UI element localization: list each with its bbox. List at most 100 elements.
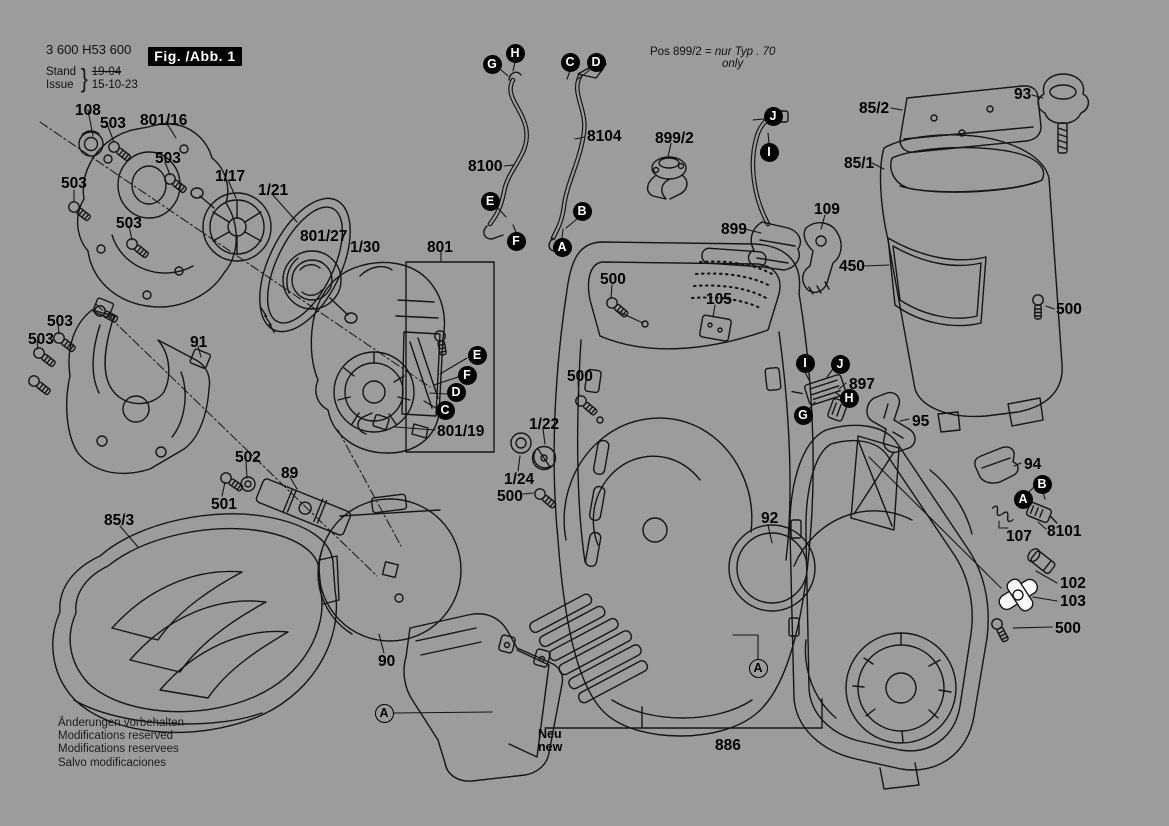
- part-drawing-funnel: [403, 613, 564, 782]
- part-label-91[interactable]: 91: [190, 334, 208, 351]
- callout-I: I: [795, 353, 815, 373]
- part-label-500[interactable]: 500: [1055, 620, 1081, 637]
- part-label-503[interactable]: 503: [61, 175, 87, 192]
- part-label-1-30[interactable]: 1/30: [350, 239, 381, 256]
- part-drawing-899-2: [646, 156, 688, 200]
- group-box-801: [405, 261, 495, 453]
- part-label-95[interactable]: 95: [912, 413, 930, 430]
- part-label-85-1[interactable]: 85/1: [844, 155, 875, 172]
- issue-label: Issue: [46, 78, 74, 91]
- part-drawing-1-17: [190, 187, 272, 262]
- part-label-500[interactable]: 500: [1056, 301, 1082, 318]
- callout-J: J: [763, 106, 783, 126]
- part-label-503[interactable]: 503: [47, 313, 73, 330]
- part-drawing-8101: [1025, 501, 1058, 524]
- part-drawing-103[interactable]: [997, 577, 1040, 613]
- callout-A: A: [1013, 489, 1033, 509]
- type-note-prefix: Pos 899/2 =: [650, 46, 712, 58]
- part-label-801[interactable]: 801: [427, 239, 453, 256]
- callout-F: F: [506, 231, 526, 251]
- part-label-8101[interactable]: 8101: [1047, 523, 1082, 540]
- part-label-801-27[interactable]: 801/27: [300, 228, 348, 245]
- footer-disclaimer: Änderungen vorbehalten Modifications res…: [58, 717, 184, 770]
- figure-label: Fig. /Abb. 1: [148, 47, 242, 66]
- part-drawing-85-2: [899, 85, 1042, 153]
- part-drawing-91: [66, 297, 212, 475]
- part-drawing-85-3: [52, 513, 340, 734]
- part-drawing-801-16: [77, 123, 237, 308]
- footer-line-en: Modifications reserved: [58, 730, 174, 743]
- part-label-89[interactable]: 89: [281, 465, 299, 482]
- part-label-500[interactable]: 500: [497, 488, 523, 505]
- part-drawing-housing-lower: [788, 424, 989, 790]
- part-label-501[interactable]: 501: [211, 496, 237, 513]
- stand-label: Stand: [46, 65, 77, 78]
- part-drawing-8100: [483, 71, 529, 240]
- part-label-1-24[interactable]: 1/24: [504, 471, 535, 488]
- part-label-107[interactable]: 107: [1006, 528, 1032, 545]
- part-label-92[interactable]: 92: [761, 510, 779, 527]
- screw-500-set: [433, 294, 1044, 644]
- callout-C: C: [560, 52, 580, 72]
- part-label-500[interactable]: 500: [567, 368, 593, 385]
- new-flag: Neu new: [538, 727, 563, 754]
- revision-brace: }: [80, 63, 88, 93]
- callout-outline-A: A: [374, 703, 394, 723]
- part-drawing-107: [991, 505, 1014, 523]
- part-drawing-92: [728, 524, 816, 612]
- callout-J: J: [830, 354, 850, 374]
- part-label-801-19[interactable]: 801/19: [437, 423, 485, 440]
- part-drawing-801-27: [282, 250, 358, 324]
- part-drawing-108: [78, 130, 104, 157]
- part-label-103[interactable]: 103: [1060, 593, 1086, 610]
- part-label-85-3[interactable]: 85/3: [104, 512, 135, 529]
- part-label-109[interactable]: 109: [814, 201, 840, 218]
- part-label-899[interactable]: 899: [721, 221, 747, 238]
- part-drawing-102: [1027, 548, 1056, 574]
- model-number: 3 600 H53 600: [46, 42, 132, 57]
- part-label-108[interactable]: 108: [75, 102, 101, 119]
- part-label-90[interactable]: 90: [378, 653, 396, 670]
- callout-I: I: [759, 142, 779, 162]
- part-label-503[interactable]: 503: [155, 150, 181, 167]
- callout-E: E: [467, 345, 487, 365]
- part-label-105[interactable]: 105: [706, 291, 732, 308]
- part-label-503[interactable]: 503: [116, 215, 142, 232]
- part-drawing-801-19: [357, 412, 390, 435]
- part-label-801-16[interactable]: 801/16: [140, 112, 188, 129]
- part-label-886[interactable]: 886: [715, 737, 741, 754]
- callout-A: A: [552, 237, 572, 257]
- callout-E: E: [480, 191, 500, 211]
- callout-outline-A: A: [748, 658, 768, 678]
- part-label-503[interactable]: 503: [28, 331, 54, 348]
- part-label-1-17[interactable]: 1/17: [215, 168, 246, 185]
- callout-D: D: [586, 52, 606, 72]
- part-drawing-105: [699, 314, 732, 342]
- part-drawing-85-1: [879, 134, 1063, 433]
- part-drawing-89: [255, 478, 352, 536]
- callout-D: D: [446, 382, 466, 402]
- part-drawing-1-24: [510, 432, 532, 454]
- part-label-897[interactable]: 897: [849, 376, 875, 393]
- part-label-1-21[interactable]: 1/21: [258, 182, 289, 199]
- part-label-503[interactable]: 503: [100, 115, 126, 132]
- part-label-500[interactable]: 500: [600, 271, 626, 288]
- part-label-102[interactable]: 102: [1060, 575, 1086, 592]
- part-label-94[interactable]: 94: [1024, 456, 1042, 473]
- part-label-8100[interactable]: 8100: [468, 158, 503, 175]
- part-label-502[interactable]: 502: [235, 449, 261, 466]
- part-label-899-2[interactable]: 899/2: [655, 130, 694, 147]
- part-label-8104[interactable]: 8104: [587, 128, 622, 145]
- footer-line-es: Salvo modificaciones: [58, 756, 167, 769]
- part-drawing-94: [974, 446, 1019, 484]
- part-label-1-22[interactable]: 1/22: [529, 416, 560, 433]
- part-label-93[interactable]: 93: [1014, 86, 1032, 103]
- callout-G: G: [482, 54, 502, 74]
- part-label-450[interactable]: 450: [839, 258, 865, 275]
- part-label-85-2[interactable]: 85/2: [859, 100, 890, 117]
- part-drawing-90: [317, 493, 462, 642]
- callout-leader-lines: [393, 61, 1046, 714]
- part-drawing-8104: [548, 59, 607, 252]
- callout-H: H: [505, 43, 525, 63]
